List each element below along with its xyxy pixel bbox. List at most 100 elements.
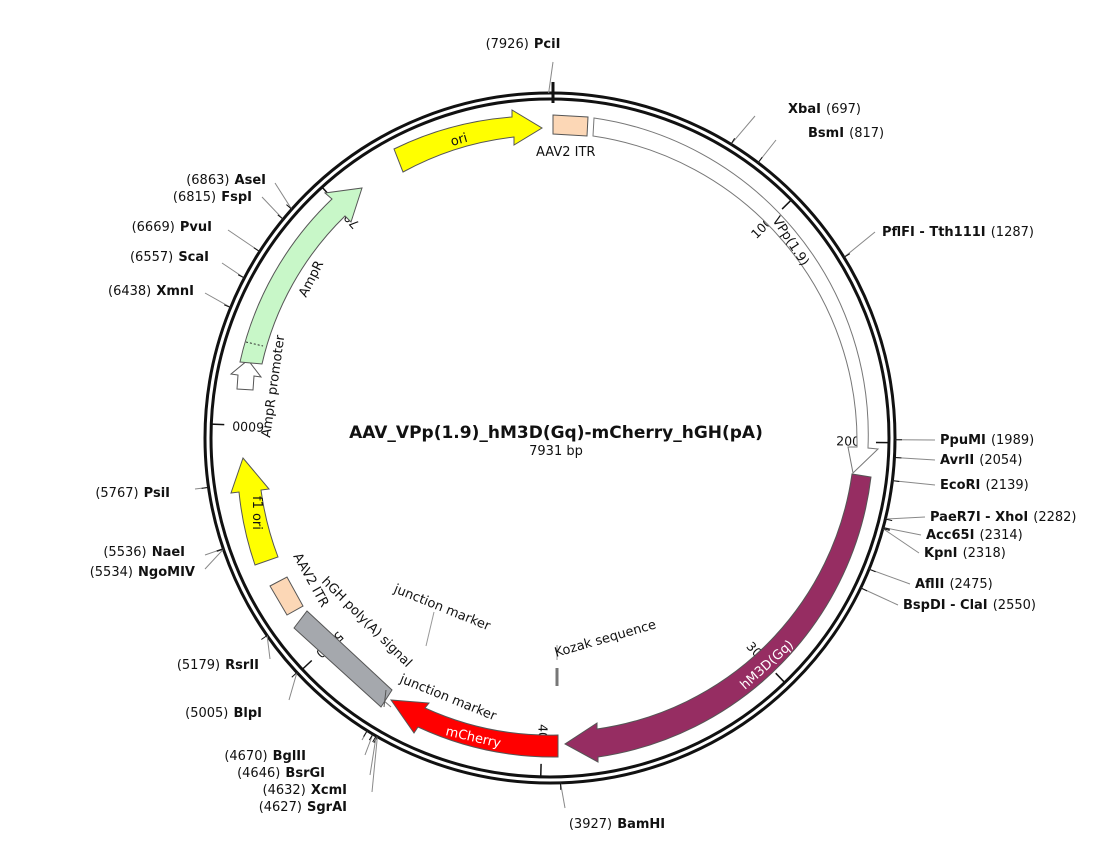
feature-ori[interactable]: ori bbox=[393, 109, 543, 173]
site-position: (2139) bbox=[985, 478, 1028, 493]
site-pcii[interactable]: (7926) PciI bbox=[486, 33, 561, 103]
site-asei[interactable]: (6863) AseI bbox=[186, 169, 293, 210]
site-position: (6669) bbox=[132, 220, 175, 235]
feature-f1-ori[interactable]: f1 ori bbox=[230, 457, 279, 566]
site-avrii[interactable]: AvrII (2054) bbox=[894, 449, 1023, 468]
site-leader bbox=[261, 196, 284, 220]
plasmid-title: AAV_VPp(1.9)_hM3D(Gq)-mCherry_hGH(pA) bbox=[349, 423, 763, 443]
site-name: PflFI - Tth111I bbox=[882, 225, 986, 240]
site-bglii[interactable]: (4670) BglII bbox=[224, 730, 368, 764]
site-sgrai[interactable]: (4627) SgrAI bbox=[259, 736, 378, 815]
aav2-itr-right-box bbox=[269, 576, 304, 616]
site-fspi[interactable]: (6815) FspI bbox=[173, 186, 284, 220]
aav2-itr-left-box bbox=[552, 114, 589, 137]
site-name: BlpI bbox=[233, 706, 262, 721]
site-leader bbox=[882, 528, 920, 554]
site-position: (2475) bbox=[949, 577, 992, 592]
site-cut-mark bbox=[372, 735, 377, 743]
site-leader bbox=[204, 548, 224, 570]
site-xbai[interactable]: XbaI (697) bbox=[730, 98, 861, 145]
site-name: NgoMIV bbox=[138, 565, 195, 580]
site-label: Acc65I (2314) bbox=[926, 524, 1023, 543]
site-name: BsmI bbox=[808, 126, 844, 141]
site-acc65i[interactable]: Acc65I (2314) bbox=[883, 524, 1023, 543]
site-bspdi-clai[interactable]: BspDI - ClaI (2550) bbox=[860, 587, 1036, 613]
site-label: KpnI (2318) bbox=[924, 542, 1006, 561]
site-label: (4670) BglII bbox=[224, 745, 306, 764]
feature-hm3d-gq[interactable]: hM3D(Gq) bbox=[564, 473, 872, 763]
site-leader bbox=[892, 480, 936, 486]
site-label: AvrII (2054) bbox=[940, 449, 1023, 468]
site-cut-mark bbox=[291, 672, 298, 678]
feature-junction-marker-1[interactable]: junction marker bbox=[391, 581, 493, 647]
site-label: BspDI - ClaI (2550) bbox=[903, 594, 1036, 613]
ampr-dotted-divider bbox=[245, 341, 264, 347]
site-leader bbox=[364, 733, 374, 756]
feature-vpp[interactable]: VPp(1.9) bbox=[592, 117, 880, 474]
site-leader bbox=[266, 635, 271, 660]
site-aflii[interactable]: AflII (2475) bbox=[868, 568, 993, 592]
site-scai[interactable]: (6557) ScaI bbox=[130, 246, 245, 279]
site-position: (2318) bbox=[963, 546, 1006, 561]
site-pvui[interactable]: (6669) PvuI bbox=[132, 216, 261, 252]
site-label: BsmI (817) bbox=[808, 122, 884, 141]
site-name: PaeR7I - XhoI bbox=[930, 510, 1028, 525]
site-naei[interactable]: (5536) NaeI bbox=[103, 541, 224, 560]
feature-kozak[interactable]: Kozak sequence bbox=[553, 618, 658, 686]
ori-label: ori bbox=[449, 131, 469, 150]
tick-3000 bbox=[775, 672, 786, 684]
tick-6000 bbox=[211, 423, 225, 426]
site-cut-mark bbox=[216, 548, 224, 552]
plasmid-size: 7931 bp bbox=[529, 444, 583, 459]
feature-ampr[interactable]: AmpR bbox=[239, 187, 363, 365]
site-name: XbaI bbox=[788, 102, 821, 117]
feature-aav2-itr-left[interactable]: AAV2 ITR bbox=[536, 114, 595, 160]
site-blpi[interactable]: (5005) BlpI bbox=[185, 672, 298, 721]
site-leader bbox=[204, 292, 231, 308]
site-psii[interactable]: (5767) PsiI bbox=[95, 482, 209, 501]
site-name: BamHI bbox=[617, 817, 665, 832]
site-bsrgi[interactable]: (4646) BsrGI bbox=[237, 733, 374, 781]
site-ecori[interactable]: EcoRI (2139) bbox=[892, 474, 1029, 493]
site-position: (4646) bbox=[237, 766, 280, 781]
site-bamhi[interactable]: (3927) BamHI bbox=[560, 782, 666, 832]
site-leader bbox=[371, 736, 378, 793]
site-cut-mark bbox=[757, 156, 763, 164]
site-cut-mark bbox=[286, 204, 293, 210]
site-label: (5179) RsrII bbox=[177, 654, 259, 673]
site-position: (2314) bbox=[980, 528, 1023, 543]
site-xcmi[interactable]: (4632) XcmI bbox=[263, 735, 377, 798]
site-leader bbox=[885, 516, 926, 520]
site-rsrii[interactable]: (5179) RsrII bbox=[177, 635, 271, 673]
site-name: PvuI bbox=[180, 220, 212, 235]
site-position: (697) bbox=[826, 102, 861, 117]
site-ppumi[interactable]: PpuMI (1989) bbox=[894, 429, 1034, 448]
site-bsmi[interactable]: BsmI (817) bbox=[757, 122, 884, 164]
site-label: (4627) SgrAI bbox=[259, 796, 347, 815]
vpp-label: VPp(1.9) bbox=[769, 214, 812, 269]
site-position: (1287) bbox=[991, 225, 1034, 240]
site-cut-mark bbox=[201, 486, 209, 489]
site-label: PpuMI (1989) bbox=[940, 429, 1034, 448]
site-xmni[interactable]: (6438) XmnI bbox=[108, 280, 231, 308]
site-ngomiv[interactable]: (5534) NgoMIV bbox=[90, 548, 224, 580]
site-cut-mark bbox=[237, 274, 245, 279]
site-label: XbaI (697) bbox=[788, 98, 861, 117]
tick-5000 bbox=[301, 659, 313, 670]
site-cut-mark bbox=[885, 518, 893, 522]
site-position: (1989) bbox=[991, 433, 1034, 448]
site-label: (5005) BlpI bbox=[185, 702, 262, 721]
site-position: (7926) bbox=[486, 37, 529, 52]
site-leader bbox=[369, 735, 377, 776]
junction-marker-1-label: junction marker bbox=[391, 581, 493, 634]
site-paer7i-xhoi[interactable]: PaeR7I - XhoI (2282) bbox=[885, 506, 1076, 525]
site-kpni[interactable]: KpnI (2318) bbox=[882, 528, 1006, 561]
site-name: XmnI bbox=[156, 284, 194, 299]
mcherry-arrow bbox=[389, 699, 559, 758]
site-label: (6438) XmnI bbox=[108, 280, 194, 299]
site-label: (7926) PciI bbox=[486, 33, 561, 52]
tick-1000 bbox=[781, 199, 792, 210]
site-leader bbox=[274, 182, 293, 210]
site-pflfi-tth111i[interactable]: PflFI - Tth111I (1287) bbox=[843, 221, 1034, 258]
